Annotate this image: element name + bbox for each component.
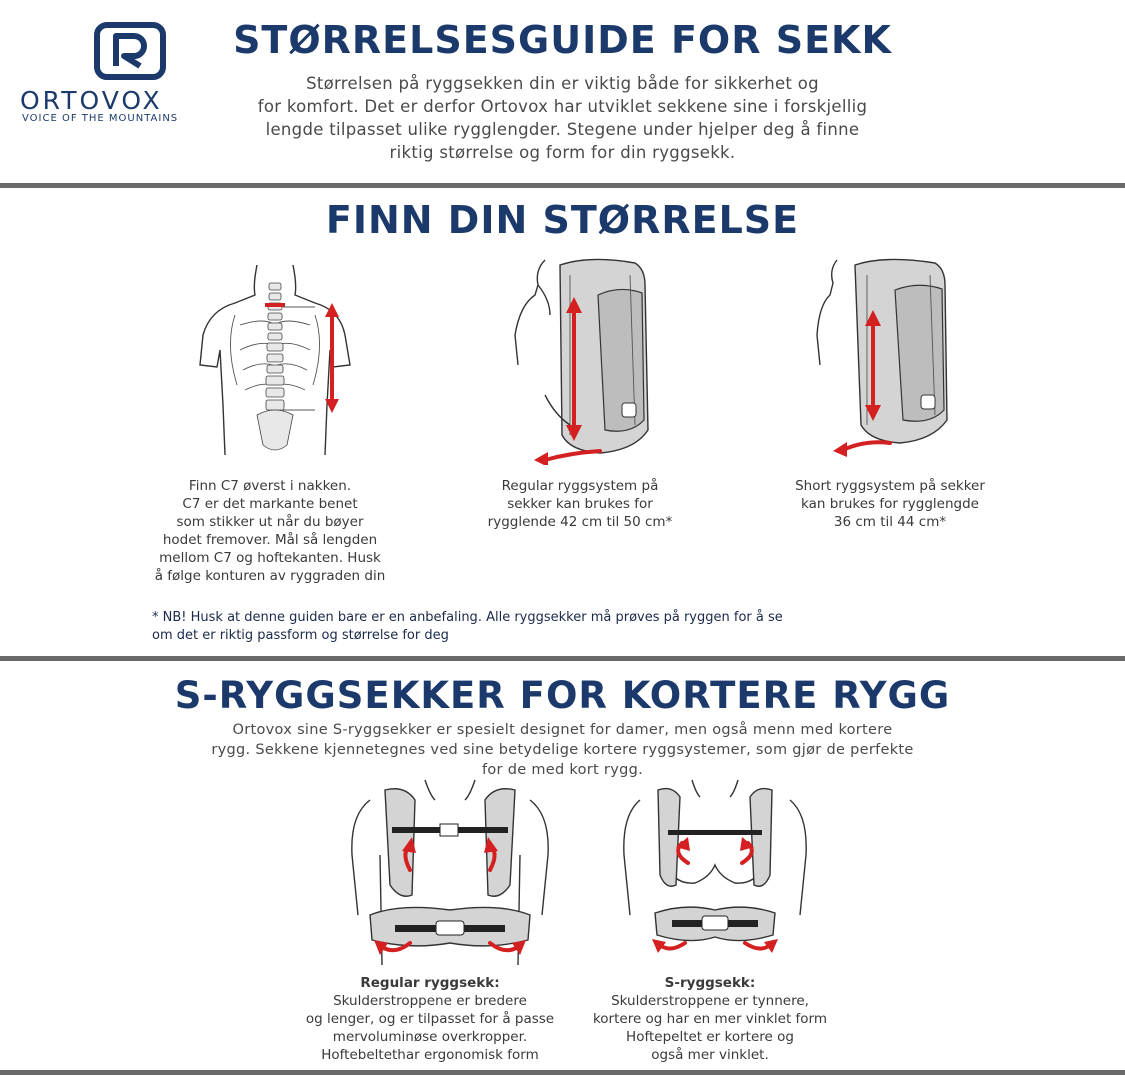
page-title: STØRRELSESGUIDE FOR SEKK	[233, 18, 892, 62]
section-divider	[0, 1070, 1125, 1075]
brand-tagline: VOICE OF THE MOUNTAINS	[22, 113, 179, 124]
find-size-title: FINN DIN STØRRELSE	[325, 198, 800, 242]
step-caption-spine: Finn C7 øverst i nakken. C7 er det marka…	[154, 478, 386, 584]
ortovox-logo-icon	[94, 22, 166, 80]
s-packs-intro: Ortovox sine S-ryggsekker er spesielt de…	[211, 722, 914, 778]
step-caption-short: Short ryggsystem på sekker kan brukes fo…	[795, 478, 985, 530]
short-pack-illustration	[816, 258, 948, 457]
regular-pack-text: Skulderstroppene er bredere og lenger, o…	[305, 993, 555, 1063]
s-pack-front-illustration	[623, 779, 807, 953]
section-divider	[0, 183, 1125, 188]
s-packs-title: S-RYGGSEKKER FOR KORTERE RYGG	[174, 674, 951, 717]
section-divider	[0, 656, 1125, 661]
vertebrae	[256, 282, 294, 451]
regular-pack-heading: Regular ryggsekk:	[360, 975, 500, 991]
s-pack-text: Skulderstroppene er tynnere, kortere og …	[592, 993, 828, 1063]
intro-text: Størrelsen på ryggsekken din er viktig b…	[257, 74, 868, 162]
brand-name: ORTOVOX	[20, 86, 163, 115]
spine-illustration	[199, 264, 351, 456]
s-pack-heading: S-ryggsekk:	[664, 975, 756, 991]
disclaimer-note: * NB! Husk at denne guiden bare er en an…	[152, 610, 783, 643]
regular-pack-front-illustration	[351, 779, 549, 965]
regular-pack-illustration	[514, 258, 649, 465]
step-caption-regular: Regular ryggsystem på sekker kan brukes …	[487, 478, 673, 530]
